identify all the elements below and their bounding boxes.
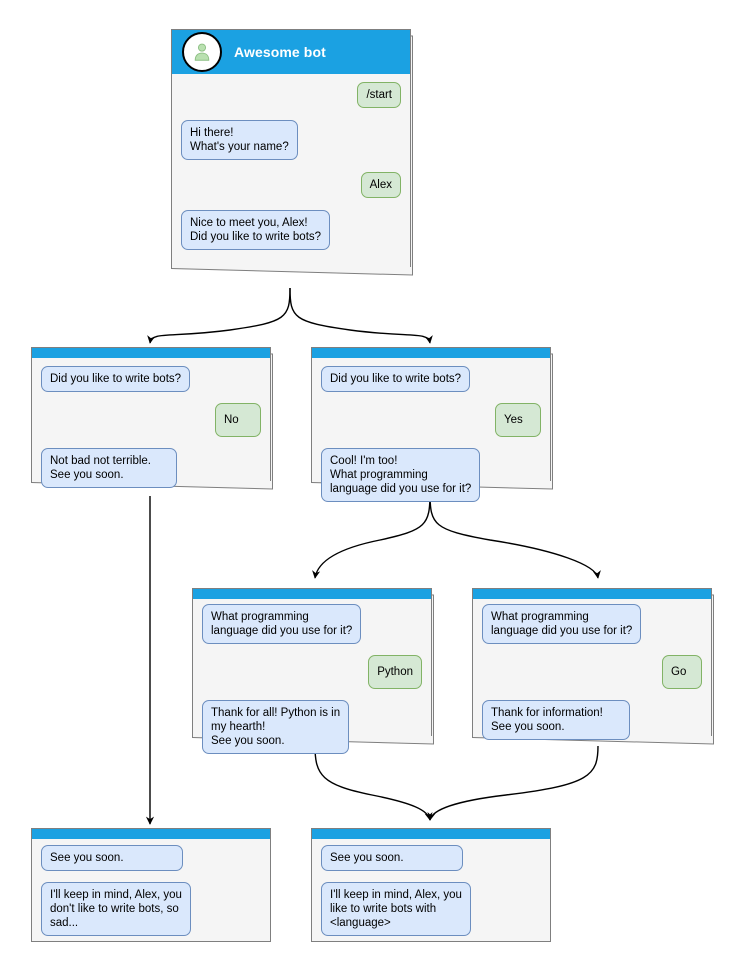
node-end-sad-chat: See you soon. I'll keep in mind, Alex, y…: [32, 839, 270, 936]
message-row: I'll keep in mind, Alex, you like to wri…: [321, 882, 541, 936]
message-row: Did you like to write bots?: [41, 366, 261, 392]
node-root-titlebar: Awesome bot: [172, 30, 410, 74]
message-row: No: [41, 403, 261, 437]
edge-yes-to-go: [429, 492, 601, 579]
node-end-sad-body: See you soon. I'll keep in mind, Alex, y…: [31, 828, 271, 942]
edge-go-to-end-happy: [427, 745, 599, 821]
message-row: What programming language did you use fo…: [482, 604, 702, 644]
message-row: Hi there! What's your name?: [181, 120, 401, 160]
node-end-happy-body: See you soon. I'll keep in mind, Alex, y…: [311, 828, 551, 942]
edge-root-to-no: [147, 287, 291, 344]
edge-python-to-end-happy: [314, 745, 433, 821]
message-row: I'll keep in mind, Alex, you don't like …: [41, 882, 261, 936]
message-row: Not bad not terrible. See you soon.: [41, 448, 261, 488]
node-end-happy-titlebar: [312, 829, 550, 839]
node-end-happy[interactable]: See you soon. I'll keep in mind, Alex, y…: [311, 828, 551, 942]
bot-message-bubble[interactable]: I'll keep in mind, Alex, you don't like …: [41, 882, 191, 936]
node-go-branch-body: What programming language did you use fo…: [472, 588, 712, 740]
bot-message-bubble[interactable]: Did you like to write bots?: [321, 366, 471, 392]
message-row: /start: [181, 82, 401, 108]
node-end-happy-chat: See you soon. I'll keep in mind, Alex, y…: [312, 839, 550, 936]
node-python-branch[interactable]: What programming language did you use fo…: [192, 588, 434, 754]
edge-yes-to-python: [312, 492, 431, 579]
node-python-branch-body: What programming language did you use fo…: [192, 588, 432, 754]
bot-message-bubble[interactable]: Did you like to write bots?: [41, 366, 191, 392]
user-message-bubble[interactable]: /start: [357, 82, 401, 108]
user-message-bubble[interactable]: Yes: [495, 403, 541, 437]
person-avatar-icon: [182, 32, 222, 72]
message-row: See you soon.: [41, 845, 261, 871]
message-row: See you soon.: [321, 845, 541, 871]
bot-message-bubble[interactable]: What programming language did you use fo…: [482, 604, 642, 644]
message-row: Cool! I'm too! What programming language…: [321, 448, 541, 502]
node-go-branch-chat: What programming language did you use fo…: [473, 599, 711, 740]
user-message-bubble[interactable]: Python: [368, 655, 422, 689]
bot-message-bubble[interactable]: Not bad not terrible. See you soon.: [41, 448, 177, 488]
message-row: Did you like to write bots?: [321, 366, 541, 392]
node-root-chat: /start Hi there! What's your name? Alex …: [172, 74, 410, 250]
message-row: Go: [482, 655, 702, 689]
user-message-bubble[interactable]: Go: [662, 655, 702, 689]
node-python-branch-titlebar: [193, 589, 431, 599]
node-root-bot-name: Awesome bot: [234, 44, 326, 60]
node-yes-branch[interactable]: Did you like to write bots? Yes Cool! I'…: [311, 347, 553, 502]
user-message-bubble[interactable]: No: [215, 403, 261, 437]
node-yes-branch-body: Did you like to write bots? Yes Cool! I'…: [311, 347, 551, 502]
node-end-sad[interactable]: See you soon. I'll keep in mind, Alex, y…: [31, 828, 271, 942]
bot-message-bubble[interactable]: Hi there! What's your name?: [181, 120, 298, 160]
message-row: What programming language did you use fo…: [202, 604, 422, 644]
node-go-branch-titlebar: [473, 589, 711, 599]
node-no-branch-body: Did you like to write bots? No Not bad n…: [31, 347, 271, 488]
bot-message-bubble[interactable]: See you soon.: [321, 845, 463, 871]
node-root-body: Awesome bot /start Hi there! What's your…: [171, 29, 411, 267]
message-row: Thank for information! See you soon.: [482, 700, 702, 740]
bot-message-bubble[interactable]: See you soon.: [41, 845, 183, 871]
message-row: Python: [202, 655, 422, 689]
node-root[interactable]: Awesome bot /start Hi there! What's your…: [171, 29, 413, 276]
bot-message-bubble[interactable]: Thank for information! See you soon.: [482, 700, 630, 740]
bot-message-bubble[interactable]: I'll keep in mind, Alex, you like to wri…: [321, 882, 471, 936]
node-end-sad-titlebar: [32, 829, 270, 839]
bot-message-bubble[interactable]: Thank for all! Python is in my hearth! S…: [202, 700, 350, 754]
bot-message-bubble[interactable]: Cool! I'm too! What programming language…: [321, 448, 481, 502]
node-no-branch-chat: Did you like to write bots? No Not bad n…: [32, 358, 270, 488]
node-no-branch-titlebar: [32, 348, 270, 358]
edge-root-to-yes: [289, 287, 433, 344]
node-no-branch[interactable]: Did you like to write bots? No Not bad n…: [31, 347, 273, 490]
node-yes-branch-titlebar: [312, 348, 550, 358]
node-yes-branch-chat: Did you like to write bots? Yes Cool! I'…: [312, 358, 550, 502]
message-row: Thank for all! Python is in my hearth! S…: [202, 700, 422, 754]
bot-message-bubble[interactable]: What programming language did you use fo…: [202, 604, 362, 644]
node-go-branch[interactable]: What programming language did you use fo…: [472, 588, 714, 745]
node-python-branch-chat: What programming language did you use fo…: [193, 599, 431, 754]
message-row: Yes: [321, 403, 541, 437]
message-row: Alex: [181, 172, 401, 198]
message-row: Nice to meet you, Alex! Did you like to …: [181, 210, 401, 250]
user-message-bubble[interactable]: Alex: [360, 172, 401, 198]
bot-message-bubble[interactable]: Nice to meet you, Alex! Did you like to …: [181, 210, 331, 250]
